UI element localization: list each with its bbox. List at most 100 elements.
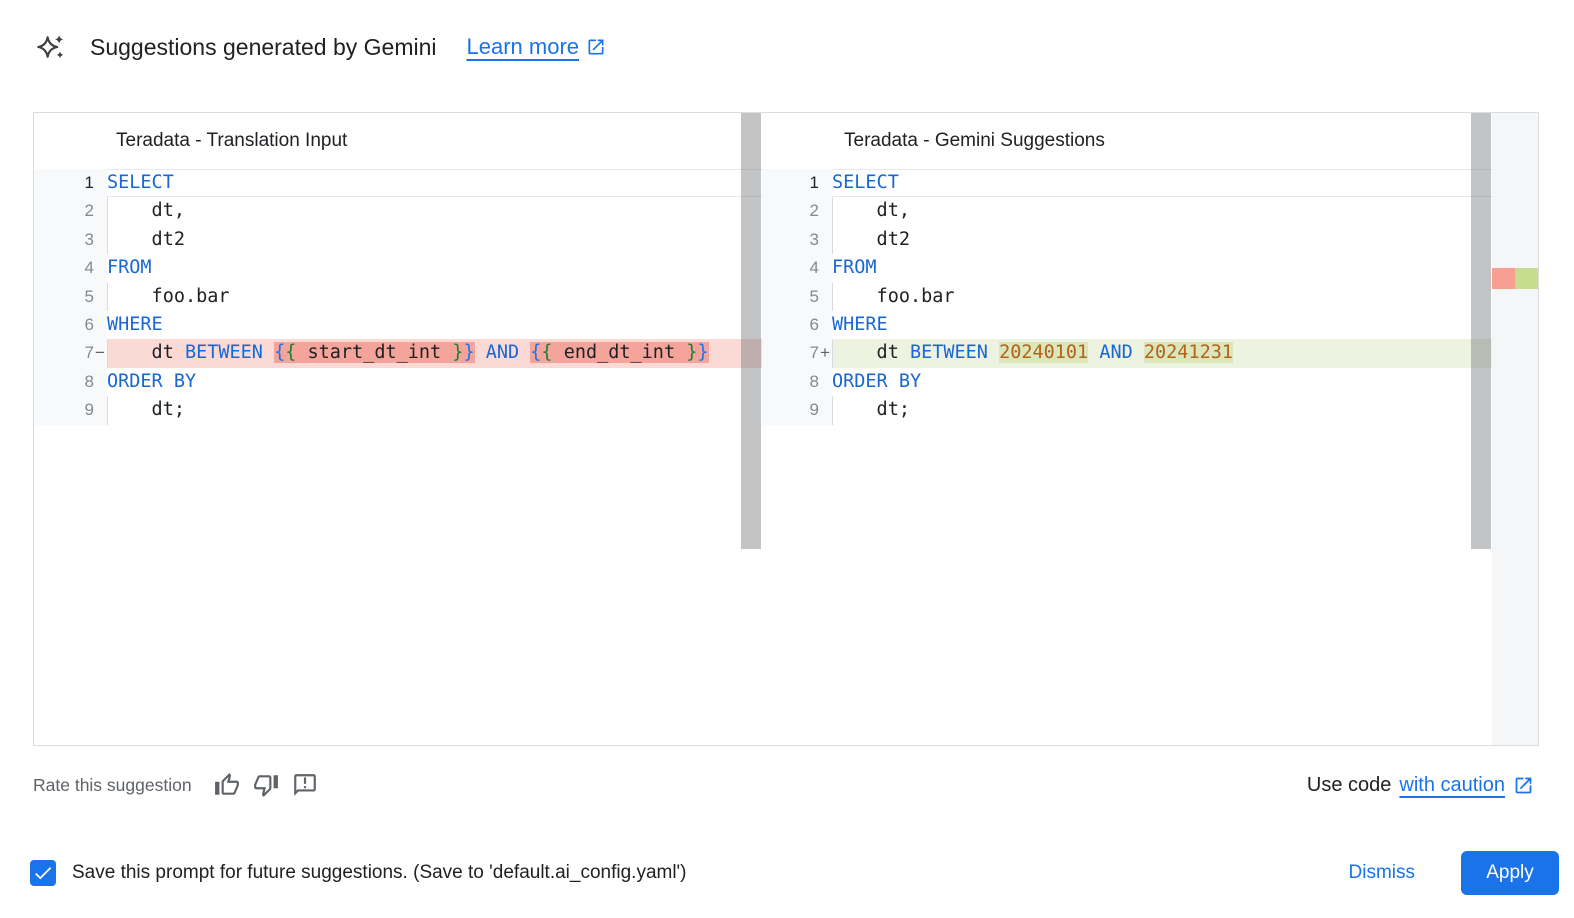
line-number: 8 (809, 371, 819, 391)
line-gutter: 5 (34, 282, 107, 311)
code-line: 2 dt, (34, 197, 762, 227)
suggestion-toolbar: Rate this suggestion Use code with cauti… (33, 762, 1534, 808)
page-title: Suggestions generated by Gemini (90, 33, 437, 60)
rate-label: Rate this suggestion (33, 774, 192, 795)
line-gutter: 8 (762, 367, 832, 397)
line-number: 8 (84, 371, 94, 391)
dismiss-button[interactable]: Dismiss (1335, 854, 1430, 892)
external-link-icon (588, 39, 604, 55)
diff-line-marker (819, 311, 832, 339)
vertical-scrollbar[interactable] (1470, 113, 1492, 745)
diff-line-marker (819, 368, 832, 396)
with-caution-link[interactable]: with caution (1399, 773, 1505, 796)
line-gutter: 3 (762, 225, 832, 255)
diff-overview-ruler (1492, 113, 1538, 745)
line-gutter: 9 (34, 396, 107, 425)
learn-more-link[interactable]: Learn more (467, 34, 607, 60)
diff-line-marker (819, 254, 832, 282)
code-line: 9 dt; (762, 396, 1492, 425)
code-line-text: foo.bar (107, 282, 762, 312)
code-line-text: dt, (107, 197, 762, 227)
code-line-text: dt2 (107, 225, 762, 255)
line-number: 5 (84, 286, 94, 306)
code-line-text: ORDER BY (832, 370, 922, 392)
line-number: 7 (84, 343, 94, 363)
external-link-icon (1515, 777, 1532, 793)
thumb-up-icon (215, 773, 239, 795)
scrollbar-thumb[interactable] (741, 113, 761, 549)
header: Suggestions generated by Gemini Learn mo… (36, 30, 1574, 64)
line-gutter: 4 (762, 254, 832, 283)
diff-line-marker (819, 396, 832, 424)
rate-group: Rate this suggestion (33, 772, 331, 799)
line-gutter: 3 (34, 225, 107, 255)
diff-line-marker: + (820, 343, 830, 363)
thumbs-up-button[interactable] (214, 772, 241, 799)
line-number: 4 (809, 258, 819, 278)
diff-line-marker (94, 197, 107, 225)
line-number: 3 (809, 229, 819, 249)
code-line: 3 dt2 (34, 225, 762, 255)
line-number: 6 (84, 314, 94, 334)
code-line-text: dt BETWEEN 20240101 AND 20241231 (832, 339, 1492, 369)
code-line: 2 dt, (762, 197, 1492, 227)
line-number: 9 (84, 400, 94, 420)
learn-more-label: Learn more (466, 34, 580, 59)
diff-line-marker: − (95, 343, 105, 363)
code-line-text: WHERE (832, 313, 888, 335)
code-line-text: dt; (832, 396, 1492, 425)
code-line: 6 WHERE (34, 310, 762, 340)
code-line-text: dt, (832, 197, 1492, 227)
thumbs-down-button[interactable] (253, 772, 280, 799)
checkmark-icon (35, 867, 52, 880)
code-line-text: dt2 (832, 225, 1492, 255)
line-number: 2 (84, 201, 94, 221)
line-gutter: 1 (762, 169, 832, 198)
panel-title-input: Teradata - Translation Input (116, 130, 348, 151)
code-line-text: foo.bar (832, 282, 1492, 312)
code-line-text: SELECT (832, 169, 1492, 197)
diff-marker-removed (1492, 268, 1515, 289)
code-line-text: FROM (107, 257, 152, 279)
code-line-text: dt BETWEEN {{ start_dt_int }} AND {{ end… (107, 339, 762, 369)
diff-line-marker (94, 311, 107, 339)
scrollbar-thumb[interactable] (1471, 113, 1491, 549)
code-line: 8 ORDER BY (34, 367, 762, 397)
line-gutter: 9 (762, 396, 832, 425)
save-prompt-label: Save this prompt for future suggestions.… (72, 862, 687, 883)
apply-button[interactable]: Apply (1461, 851, 1559, 895)
thumb-down-icon (254, 775, 278, 797)
diff-line-marker (94, 368, 107, 396)
line-number: 7 (809, 343, 819, 363)
gemini-sparkle-icon (37, 35, 64, 59)
save-prompt-checkbox[interactable] (30, 860, 56, 886)
line-gutter: 7+ (762, 339, 832, 368)
line-gutter: 6 (34, 310, 107, 340)
code-line: 9 dt; (34, 396, 762, 425)
diff-line-marker (819, 283, 832, 311)
line-number: 1 (84, 173, 94, 192)
code-line: 7+ dt BETWEEN 20240101 AND 20241231 (762, 339, 1492, 369)
line-gutter: 1 (34, 169, 107, 198)
code-line-text: WHERE (107, 313, 163, 335)
use-code-notice: Use code with caution (1307, 774, 1534, 797)
line-number: 9 (809, 400, 819, 420)
line-number: 5 (809, 286, 819, 306)
diff-line-marker (94, 254, 107, 282)
feedback-icon (294, 774, 316, 796)
diff-line-marker (94, 169, 107, 197)
code-line-text: ORDER BY (107, 370, 197, 392)
line-gutter: 2 (762, 197, 832, 226)
line-gutter: 6 (762, 310, 832, 340)
feedback-button[interactable] (292, 772, 319, 799)
vertical-scrollbar[interactable] (740, 113, 762, 745)
code-line-text: dt; (107, 396, 762, 425)
